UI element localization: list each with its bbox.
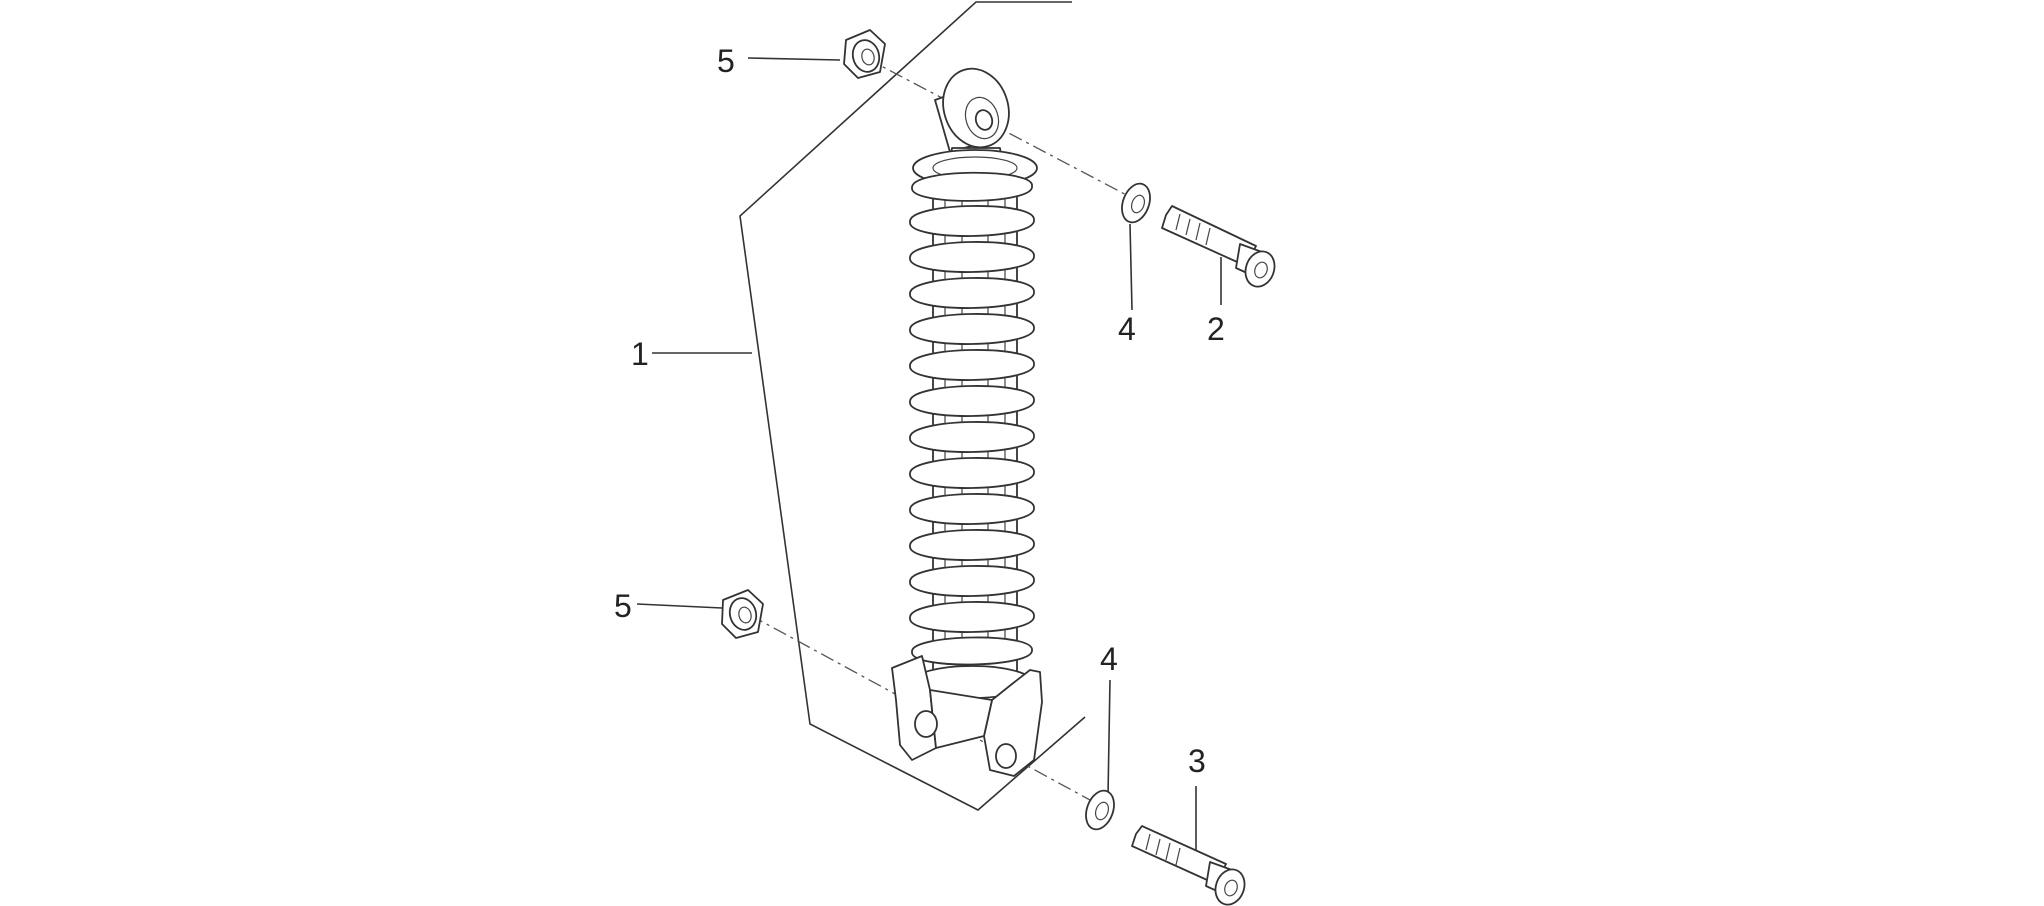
callout-1: 1 xyxy=(631,336,649,372)
callout-labels: 1 2 3 4 4 5 5 xyxy=(614,43,1225,779)
upper-nut xyxy=(843,29,886,79)
callout-2: 2 xyxy=(1207,311,1225,347)
lower-bolt xyxy=(1131,825,1246,906)
callout-5-upper: 5 xyxy=(717,43,735,79)
callout-4-lower: 4 xyxy=(1100,641,1118,677)
lower-clevis xyxy=(891,655,1043,777)
leader-lines xyxy=(636,57,1222,850)
shock-absorber xyxy=(891,67,1043,777)
callout-4-upper: 4 xyxy=(1118,311,1136,347)
callout-3: 3 xyxy=(1188,743,1206,779)
upper-bolt xyxy=(1161,205,1276,288)
callout-5-lower: 5 xyxy=(614,588,632,624)
assembly-outline xyxy=(739,1,1086,811)
upper-washer xyxy=(1121,182,1151,224)
lower-washer xyxy=(1085,789,1115,831)
lower-nut xyxy=(721,589,764,639)
coil-spring xyxy=(909,171,1035,666)
